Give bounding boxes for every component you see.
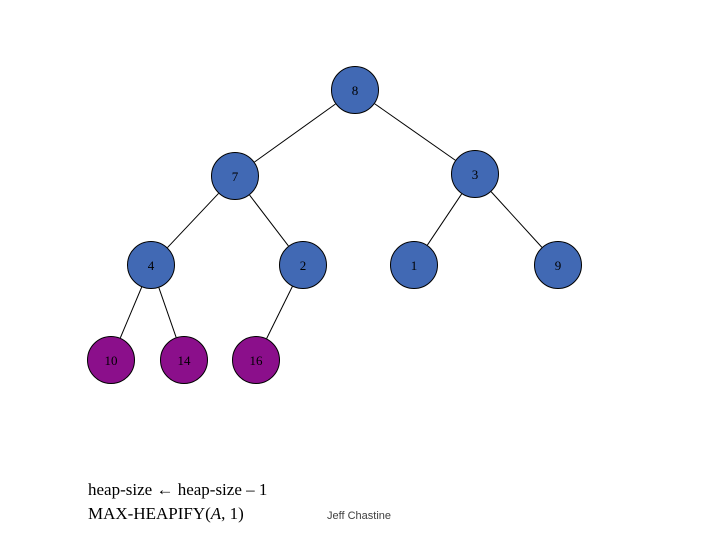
tree-node-10[interactable]: 10 bbox=[87, 336, 135, 384]
tree-node-label: 14 bbox=[177, 352, 191, 368]
tree-edge bbox=[266, 286, 293, 339]
tree-node-label: 1 bbox=[410, 257, 418, 273]
tree-node-2[interactable]: 2 bbox=[279, 241, 327, 289]
tree-edge bbox=[158, 287, 177, 338]
tree-node-16[interactable]: 16 bbox=[232, 336, 280, 384]
caption-line1-pre: heap-size bbox=[88, 480, 157, 499]
tree-node-label: 7 bbox=[231, 168, 239, 184]
tree-node-label: 8 bbox=[351, 82, 359, 98]
tree-edge bbox=[119, 286, 143, 339]
assign-arrow-icon: ← bbox=[156, 480, 174, 499]
caption-line2-var: A bbox=[210, 504, 222, 523]
caption-line2-pre: MAX-HEAPIFY( bbox=[88, 504, 211, 523]
tree-edge bbox=[254, 103, 336, 163]
tree-node-14[interactable]: 14 bbox=[160, 336, 208, 384]
tree-edge bbox=[167, 193, 219, 248]
tree-node-label: 3 bbox=[471, 166, 479, 182]
tree-edge bbox=[426, 193, 463, 246]
tree-node-1[interactable]: 1 bbox=[390, 241, 438, 289]
caption-line2-post: , 1) bbox=[221, 504, 244, 523]
caption-line-2: MAX-HEAPIFY(A, 1) bbox=[88, 504, 244, 524]
tree-node-label: 2 bbox=[299, 257, 307, 273]
tree-node-label: 10 bbox=[104, 352, 118, 368]
tree-node-label: 16 bbox=[249, 352, 263, 368]
tree-node-label: 9 bbox=[554, 257, 562, 273]
tree-node-7[interactable]: 7 bbox=[211, 152, 259, 200]
tree-node-9[interactable]: 9 bbox=[534, 241, 582, 289]
caption-line-1: heap-size ← heap-size – 1 bbox=[88, 480, 267, 500]
author-credit: Jeff Chastine bbox=[327, 510, 392, 522]
tree-node-8[interactable]: 8 bbox=[331, 66, 379, 114]
tree-node-3[interactable]: 3 bbox=[451, 150, 499, 198]
tree-edge bbox=[374, 103, 456, 161]
tree-edge bbox=[490, 191, 543, 248]
caption-line1-post: heap-size – 1 bbox=[173, 480, 268, 499]
tree-node-label: 4 bbox=[147, 257, 155, 273]
tree-edge bbox=[249, 194, 289, 247]
tree-node-4[interactable]: 4 bbox=[127, 241, 175, 289]
